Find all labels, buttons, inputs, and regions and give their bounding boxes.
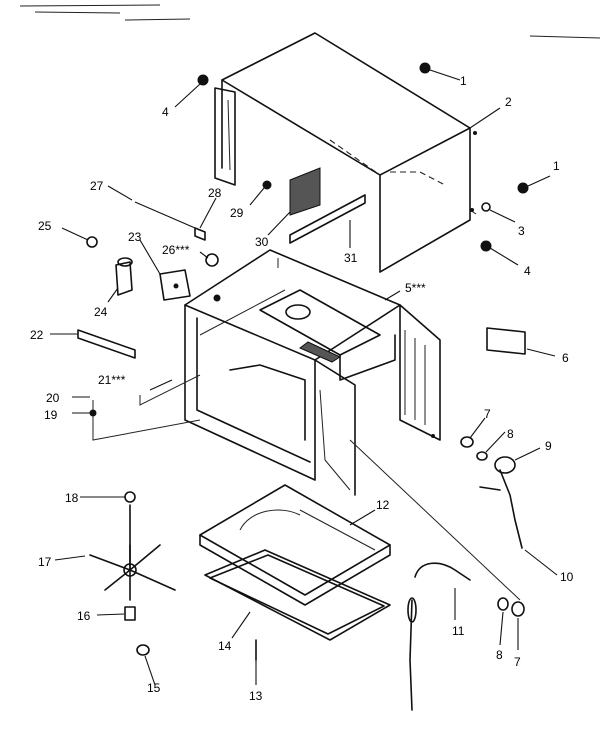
callout-18: 18 [65,491,79,505]
main-chassis [184,249,441,496]
callout-7-lower: 7 [514,655,521,669]
callout-16: 16 [77,609,91,623]
screw-1b [517,182,529,194]
label-plate [486,327,526,355]
callout-22: 22 [30,328,44,342]
callout-1-top: 1 [460,74,467,88]
callout-1-right: 1 [553,159,560,173]
socket-25 [86,236,98,248]
stirrer-fan [89,544,176,591]
probe [407,562,471,711]
callout-12: 12 [376,498,390,512]
callout-13: 13 [249,689,263,703]
stirrer-cover [199,484,391,606]
screw-29 [262,180,272,190]
callout-25: 25 [38,219,52,233]
callout-9: 9 [545,439,552,453]
scan-header-marks [19,4,601,39]
bracket [159,269,191,301]
washer-7b [511,601,525,617]
callout-29: 29 [230,206,244,220]
filter-panel [289,167,321,216]
callout-11: 11 [452,624,465,638]
lamp-bulb [115,257,133,296]
screw-4a [197,74,209,86]
leader-lines [50,69,558,686]
callout-6: 6 [562,351,569,365]
callout-8-lower: 8 [496,648,503,662]
callout-14: 14 [218,639,232,653]
callout-23: 23 [128,230,142,244]
screw-3 [481,202,491,212]
callout-28: 28 [208,186,222,200]
latch [194,227,206,241]
callout-3: 3 [518,224,525,238]
callout-31: 31 [344,251,358,265]
callout-4-left: 4 [162,105,169,119]
gasket-strip [77,329,136,359]
callout-30: 30 [255,235,269,249]
screw-4b [480,240,492,252]
washer-8a [476,451,488,461]
callout-21: 21*** [98,373,126,387]
coupling-16 [124,606,136,621]
callout-10: 10 [560,570,574,584]
washer-8b [497,597,509,611]
callout-27: 27 [90,179,104,193]
callout-4-right: 4 [524,264,531,278]
switch-26 [205,253,219,267]
callout-17: 17 [38,555,52,569]
screw-19 [89,409,97,417]
callout-26: 26*** [162,243,190,257]
callout-19: 19 [44,408,58,422]
harness [479,456,523,549]
callout-20: 20 [46,391,60,405]
coupler-18 [124,491,136,503]
callout-labels: 1 2 1 3 4 4 5*** 6 7 8 9 10 11 8 7 12 13… [30,74,574,703]
callout-5: 5*** [405,281,426,295]
washer-7a [460,436,474,448]
callout-24: 24 [94,305,108,319]
callout-7-upper: 7 [484,407,491,421]
screw-1a [419,62,431,74]
seal-15 [136,644,150,656]
trim-strip [289,194,366,244]
glass-tray [204,549,391,641]
callout-8-upper: 8 [507,427,514,441]
callout-15: 15 [147,681,161,695]
callout-2: 2 [505,95,512,109]
